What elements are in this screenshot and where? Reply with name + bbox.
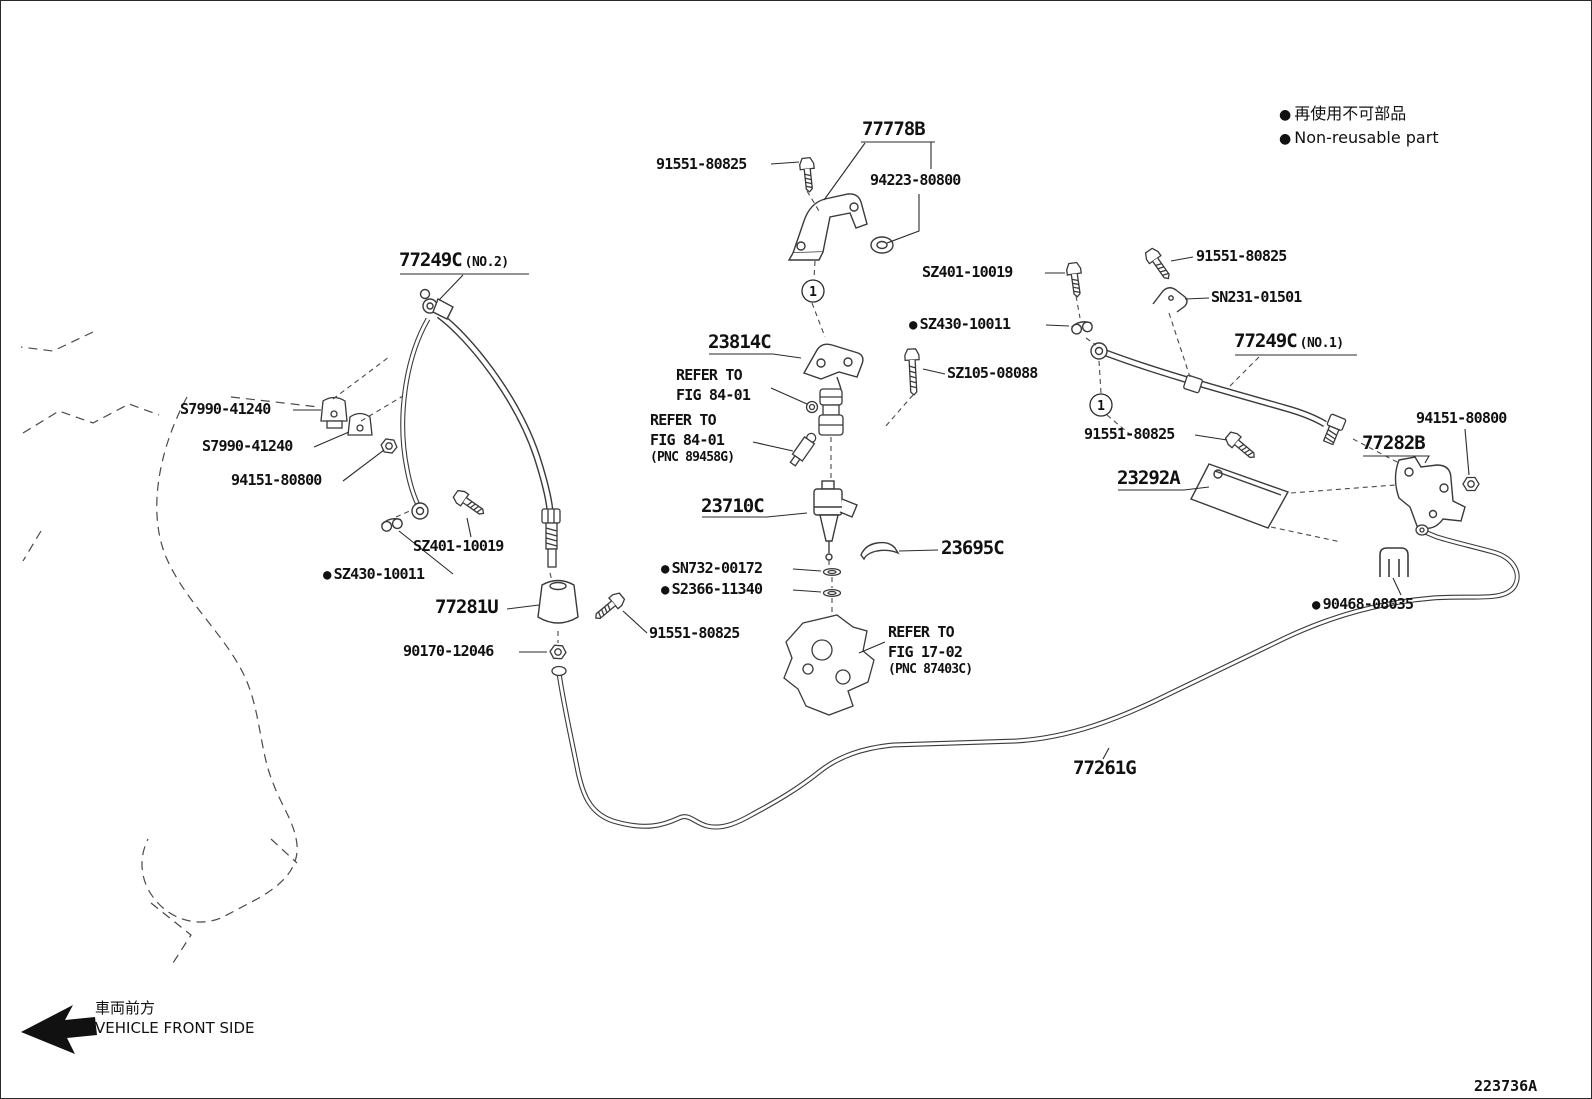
label-refer-fig84-01-b: REFER TO FIG 84-01 (PNC 89458G)	[650, 411, 735, 465]
fuel-pipe-77261g	[556, 529, 1520, 830]
label-23710c: 23710C	[701, 495, 765, 517]
bracket-23814c	[802, 343, 864, 390]
label-refer-fig17-02: REFER TO FIG 17-02 (PNC 87403C)	[888, 623, 973, 677]
bolt-sz105-icon	[903, 347, 922, 396]
hose-77249c-no1	[1104, 349, 1327, 428]
label-sn231-01501: SN231-01501	[1211, 288, 1302, 306]
label-s7990-41240-b: S7990-41240	[202, 437, 293, 455]
label-77249c-no2: 77249C(NO.2)	[399, 249, 509, 271]
pipe-end-fitting-left	[551, 665, 567, 677]
vehicle-front-label-jp: 車両前方	[95, 999, 156, 1017]
sensor-pnc89458g	[789, 432, 817, 467]
clamp-s7990-a	[320, 396, 348, 429]
drawing-number: 223736A	[1474, 1077, 1538, 1095]
grommet-77281u	[537, 579, 579, 624]
label-77778b: 77778B	[862, 118, 926, 140]
non-reusable-icon: ●	[1279, 131, 1292, 147]
label-sz430-10011-right: ●SZ430-10011	[909, 315, 1011, 333]
oring-s2366-icon	[822, 588, 842, 598]
u-clip-90468	[1379, 547, 1409, 577]
label-91551-80825-top: 91551-80825	[656, 155, 747, 173]
bolt-91551-right-mid-icon	[1222, 429, 1260, 464]
label-sz430-10011-left: ●SZ430-10011	[323, 565, 425, 583]
nut-94151-right-icon	[1462, 476, 1480, 492]
label-91551-80825-right-top: 91551-80825	[1196, 247, 1287, 265]
bolt-91551-center-icon	[590, 590, 628, 625]
pump-assembly-sketch	[783, 614, 875, 716]
label-91551-80825-right-mid: 91551-80825	[1084, 425, 1175, 443]
label-94223-80800: 94223-80800	[870, 171, 961, 189]
label-23814c: 23814C	[708, 331, 772, 353]
grommet-94223	[870, 236, 894, 254]
bolt-sz401-right-icon	[1065, 261, 1086, 299]
non-reusable-icon: ●	[909, 317, 917, 333]
non-reusable-icon: ●	[1279, 107, 1292, 123]
damper-assembly	[805, 388, 844, 436]
label-77249c-no1: 77249C(NO.1)	[1234, 330, 1344, 352]
threaded-end-no1	[1322, 413, 1347, 446]
clamp-s7990-b	[347, 412, 373, 436]
label-leader-lines	[293, 141, 1470, 760]
hose-clamp-band	[1183, 374, 1203, 394]
clip-sz430-left-icon	[379, 515, 404, 533]
clamp-sn231	[1152, 287, 1188, 313]
bracket-77778b	[787, 193, 868, 261]
banjo-fitting-top-no2	[419, 288, 454, 320]
callout-1-badge-right: 1	[1089, 393, 1113, 417]
label-94151-80800-right: 94151-80800	[1416, 409, 1507, 427]
bolt-91551-top-icon	[798, 156, 818, 194]
legend-non-reusable-jp: ●再使用不可部品	[1279, 104, 1407, 123]
bolt-91551-right-top-icon	[1142, 245, 1175, 284]
label-23695c: 23695C	[941, 537, 1005, 559]
threaded-end-no2	[541, 508, 561, 568]
label-77249c-no2-suffix: (NO.2)	[464, 255, 509, 270]
nut-90170-icon	[548, 644, 568, 660]
legend-non-reusable-en: ●Non-reusable part	[1279, 128, 1439, 147]
label-90468-08035: ●90468-08035	[1312, 595, 1414, 613]
front-arrow-icon	[21, 1005, 97, 1054]
label-s7990-41240-a: S7990-41240	[180, 400, 271, 418]
plate-23292a	[1190, 463, 1290, 529]
non-reusable-icon: ●	[1312, 597, 1320, 613]
label-94151-80800-left: 94151-80800	[231, 471, 322, 489]
label-77261g: 77261G	[1073, 757, 1137, 779]
label-23292a: 23292A	[1117, 467, 1181, 489]
label-sz401-10019-right: SZ401-10019	[922, 263, 1013, 281]
non-reusable-icon: ●	[323, 567, 331, 583]
hose-77249c-no2	[400, 312, 554, 512]
label-sz105-08088: SZ105-08088	[947, 364, 1038, 382]
label-77282b: 77282B	[1362, 432, 1426, 454]
label-sn732-00172: ●SN732-00172	[661, 559, 763, 577]
label-77281u: 77281U	[435, 596, 499, 618]
label-refer-fig84-01-a: REFER TO FIG 84-01	[676, 366, 751, 404]
label-77249c-no1-suffix: (NO.1)	[1299, 336, 1344, 351]
svg-text:1: 1	[809, 285, 817, 300]
washer-sn732-icon	[822, 567, 842, 577]
eye-fitting-right	[1090, 342, 1108, 360]
pipe-end-fitting-right	[1415, 524, 1429, 536]
assembly-dashed-lines	[332, 190, 1400, 643]
non-reusable-icon: ●	[661, 561, 669, 577]
clip-sz430-right-icon	[1069, 319, 1094, 336]
label-sz401-10019-left: SZ401-10019	[413, 537, 504, 555]
vehicle-outline-sketch	[20, 331, 320, 964]
eye-fitting-left	[411, 502, 429, 520]
bracket-77282b	[1394, 456, 1466, 529]
label-s2366-11340: ●S2366-11340	[661, 580, 763, 598]
injector-23710c	[813, 480, 858, 561]
non-reusable-icon: ●	[661, 582, 669, 598]
label-91551-80825-center: 91551-80825	[649, 624, 740, 642]
callout-1-badge-left: 1	[801, 279, 825, 303]
label-90170-12046: 90170-12046	[403, 642, 494, 660]
bolt-sz401-left-icon	[450, 487, 489, 520]
clip-23695c	[860, 541, 900, 561]
vehicle-front-label-en: VEHICLE FRONT SIDE	[95, 1019, 255, 1037]
svg-text:1: 1	[1097, 399, 1105, 414]
